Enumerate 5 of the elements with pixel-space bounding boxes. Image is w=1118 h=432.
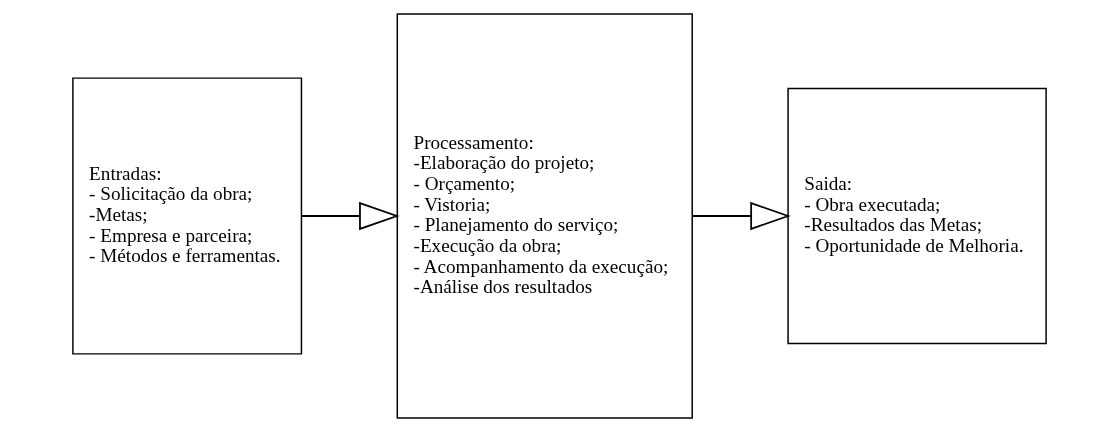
- arrow: [300, 201, 399, 231]
- node-box: Processamento: -Elaboração do projeto; - Orçamento; - Vistoria; - Planejamento do serviço; -Execução da obra; - Acompanhamento da execução; -Análise dos resultados: [396, 13, 693, 419]
- node-box: Saida: - Obra executada; -Resultados das Metas; - Oportunidade de Melhoria.: [786, 87, 1047, 345]
- arrow: [690, 201, 791, 231]
- node-box: Entradas: - Solicitação da obra; -Metas; - Empresa e parceira; - Métodos e ferramentas.: [71, 77, 302, 355]
